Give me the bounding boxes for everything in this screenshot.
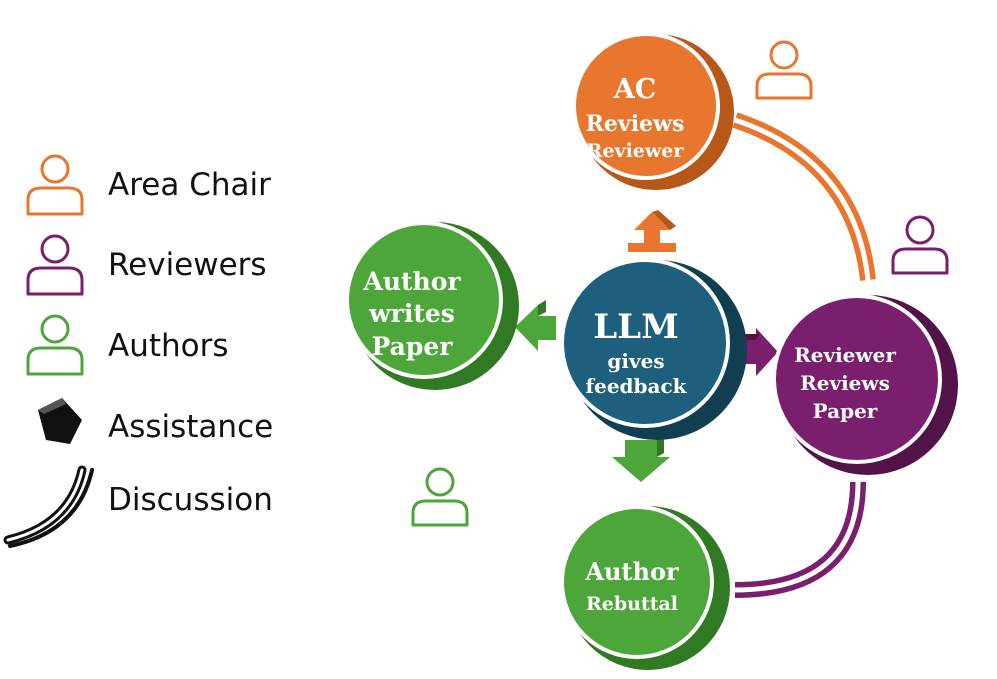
node-author-writes-paper: Author writes Paper (345, 221, 519, 390)
legend-item-reviewers: Reviewers (26, 234, 267, 296)
node-line: Reviews (800, 371, 890, 395)
node-line: LLM (593, 307, 678, 347)
node-line: Paper (813, 399, 878, 423)
curved-stroke-icon (3, 465, 94, 548)
legend: Area Chair Reviewers Authors Assistance (3, 154, 273, 548)
node-llm-gives-feedback: LLM gives feedback (560, 258, 747, 440)
node-line: gives (607, 349, 664, 373)
legend-label-discussion: Discussion (108, 482, 273, 518)
assistance-arrow-to-author-writes (515, 300, 556, 351)
node-line: Reviews (586, 111, 685, 137)
person-icon (755, 40, 813, 100)
person-icon (411, 467, 469, 527)
assistance-arrow-to-ac (628, 210, 676, 252)
node-line: writes (368, 299, 455, 328)
discussion-track-reviewer-author (734, 481, 866, 598)
person-icon (891, 215, 949, 275)
node-line: Author (362, 267, 461, 296)
assistance-arrow-to-rebuttal (612, 436, 670, 482)
node-line: Reviewer (794, 343, 896, 367)
block-arrow-icon (38, 398, 82, 444)
person-icon (26, 234, 84, 296)
node-line: Paper (372, 332, 454, 361)
node-reviewer-reviews-paper: Reviewer Reviews Paper (772, 294, 958, 475)
discussion-track-ac-reviewer (732, 112, 876, 281)
node-author-rebuttal: Author Rebuttal (560, 505, 730, 670)
node-ac-reviews-reviewer: AC Reviews Reviewer (572, 32, 734, 190)
node-line: Author (584, 557, 679, 586)
legend-label-area-chair: Area Chair (108, 167, 271, 203)
legend-item-authors: Authors (26, 314, 229, 376)
node-line: Reviewer (587, 140, 685, 162)
node-line: AC (613, 74, 656, 105)
legend-label-reviewers: Reviewers (108, 247, 267, 283)
legend-item-assistance: Assistance (38, 398, 273, 445)
legend-label-authors: Authors (108, 328, 229, 364)
legend-item-discussion: Discussion (3, 465, 273, 548)
person-icon (26, 154, 84, 216)
legend-item-area-chair: Area Chair (26, 154, 271, 216)
person-icon (26, 314, 84, 376)
node-line: feedback (585, 374, 687, 398)
legend-label-assistance: Assistance (108, 409, 273, 445)
node-line: Rebuttal (586, 593, 678, 615)
